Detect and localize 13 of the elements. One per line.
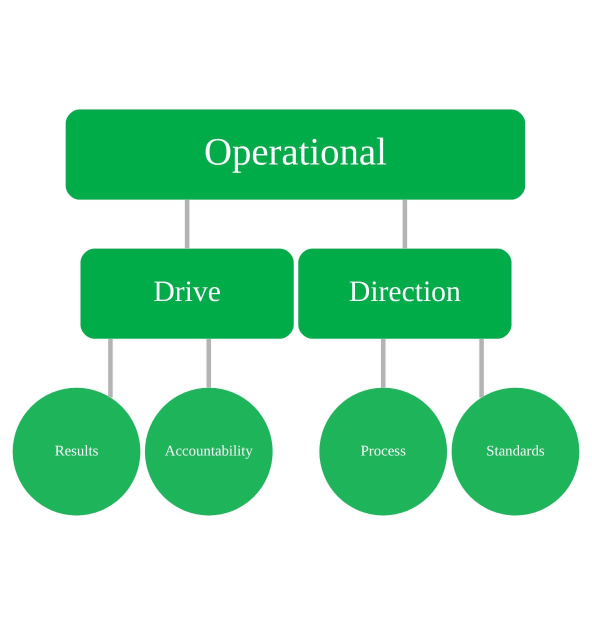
node-circle: Standards bbox=[452, 388, 580, 516]
node-box: Direction bbox=[298, 248, 512, 339]
node-box: Operational bbox=[66, 110, 526, 200]
node-circle: Accountability bbox=[144, 388, 273, 516]
connector bbox=[479, 338, 484, 398]
connector bbox=[184, 200, 190, 248]
node-circle: Results bbox=[12, 388, 140, 516]
connector bbox=[402, 200, 408, 248]
node-box: Drive bbox=[80, 248, 294, 339]
node-circle: Process bbox=[319, 388, 448, 516]
connector bbox=[380, 338, 386, 388]
connector bbox=[206, 338, 212, 388]
connector bbox=[108, 338, 113, 398]
